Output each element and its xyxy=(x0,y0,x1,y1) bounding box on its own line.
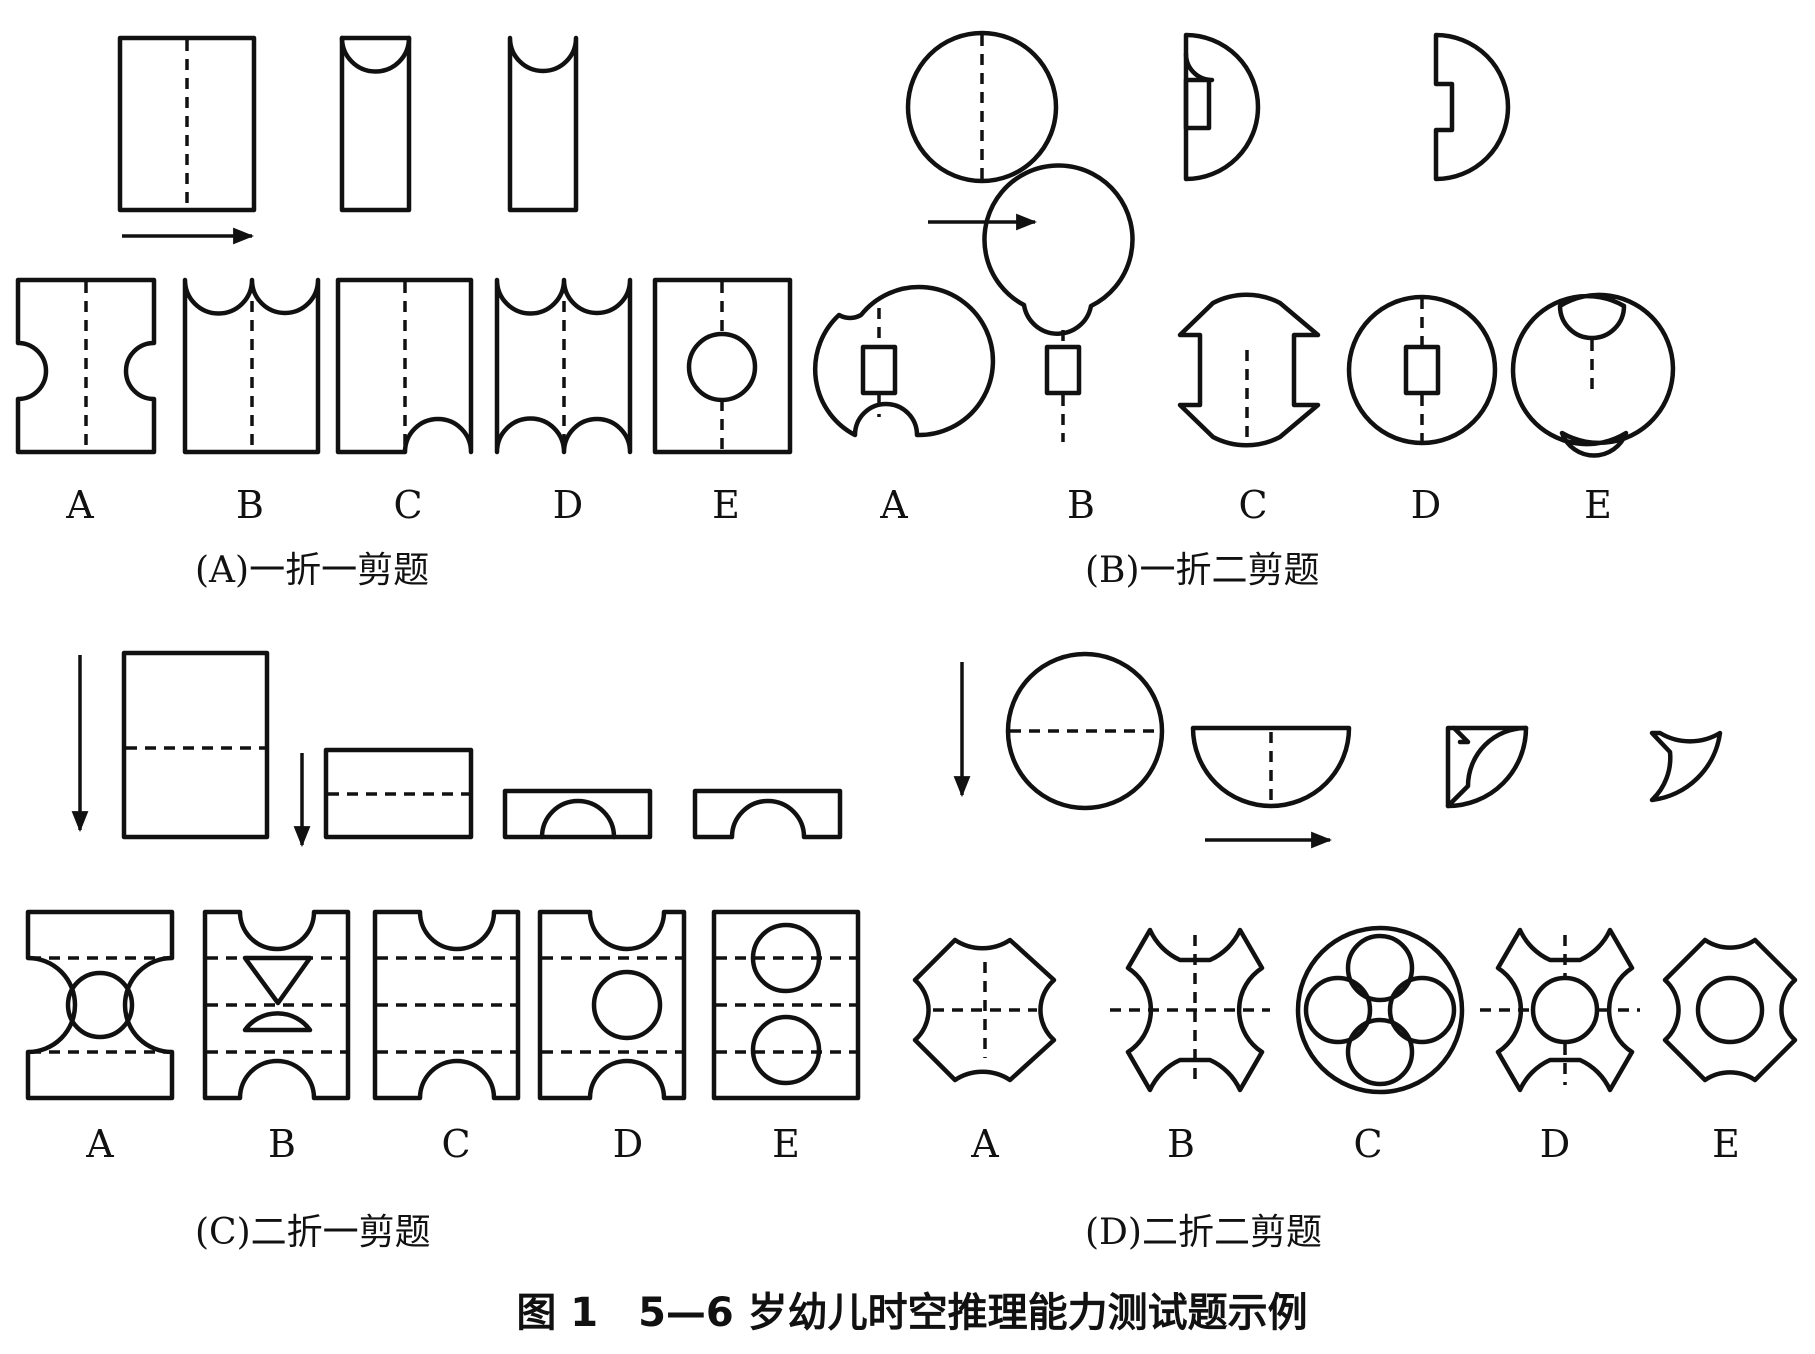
paper-unfolded xyxy=(1005,651,1165,811)
panel-c-sequence xyxy=(71,650,843,848)
option-b-c[interactable] xyxy=(1177,292,1321,448)
panel-a-caption: (A)一折一剪题 xyxy=(195,550,429,591)
paper-unfolded xyxy=(117,35,257,213)
option-c-a[interactable] xyxy=(25,909,175,1101)
option-label: C xyxy=(441,1122,470,1166)
panel-b-caption: (B)一折二剪题 xyxy=(1085,550,1320,591)
option-label: E xyxy=(1712,1122,1740,1166)
option-b-e[interactable] xyxy=(1510,292,1676,458)
paper-folded-once xyxy=(323,747,474,840)
option-d-b[interactable] xyxy=(1110,927,1270,1093)
option-a-b[interactable] xyxy=(182,277,321,455)
panel-d: A B C D E (D)二折二剪题 xyxy=(912,651,1798,1253)
option-b-b[interactable] xyxy=(982,163,1135,442)
option-c-b[interactable] xyxy=(202,909,351,1101)
option-d-a[interactable] xyxy=(912,937,1057,1083)
cut-mark xyxy=(1451,725,1471,745)
cut-mark xyxy=(539,798,617,840)
option-c-e[interactable] xyxy=(711,909,861,1101)
panel-c: A B C D E (C)二折一剪题 xyxy=(25,650,861,1253)
option-label: E xyxy=(712,483,740,527)
option-label: E xyxy=(772,1122,800,1166)
paper-folded-twice xyxy=(502,788,653,840)
option-label: D xyxy=(1411,483,1441,527)
option-label: C xyxy=(393,483,422,527)
paper-unfolded xyxy=(905,30,1059,184)
panel-a-option-labels: A B C D E xyxy=(65,483,740,527)
option-label: A xyxy=(85,1122,114,1166)
paper-folded-cut xyxy=(339,35,412,213)
cut-mark xyxy=(1183,51,1215,83)
paper-folded-result xyxy=(1433,32,1511,182)
paper-folded-cut xyxy=(1183,32,1261,182)
panel-a-options xyxy=(15,277,793,455)
paper-unfolded xyxy=(121,650,270,840)
option-d-d[interactable] xyxy=(1480,927,1640,1093)
option-a-a[interactable] xyxy=(15,277,157,455)
panel-a: A B C D E (A)一折一剪题 xyxy=(15,35,793,591)
option-label: D xyxy=(553,483,583,527)
option-d-c[interactable] xyxy=(1295,925,1465,1095)
paper-folded-result xyxy=(692,788,843,840)
option-label: B xyxy=(236,483,264,527)
option-label: B xyxy=(268,1122,296,1166)
option-c-c[interactable] xyxy=(372,909,521,1101)
panel-b-options xyxy=(812,163,1676,458)
option-b-d[interactable] xyxy=(1346,294,1498,446)
option-a-d[interactable] xyxy=(494,277,633,455)
option-label: D xyxy=(1540,1122,1570,1166)
paper-folded-once xyxy=(1190,725,1352,809)
cut-mark xyxy=(1183,77,1212,131)
option-c-d[interactable] xyxy=(537,909,687,1101)
option-label: A xyxy=(65,483,94,527)
paper-folded-result xyxy=(1649,730,1723,803)
panel-d-sequence xyxy=(953,651,1723,849)
panel-c-caption: (C)二折一剪题 xyxy=(195,1212,431,1253)
panel-a-sequence xyxy=(117,35,579,245)
option-label: C xyxy=(1353,1122,1382,1166)
panel-b-sequence xyxy=(905,30,1511,231)
figure-caption: 图 1 5—6 岁幼儿时空推理能力测试题示例 xyxy=(516,1290,1307,1336)
panel-d-caption: (D)二折二剪题 xyxy=(1085,1212,1322,1253)
option-label: A xyxy=(970,1122,999,1166)
option-label: D xyxy=(613,1122,643,1166)
panel-d-option-labels: A B C D E xyxy=(970,1122,1740,1166)
panel-c-option-labels: A B C D E xyxy=(85,1122,800,1166)
option-label: A xyxy=(879,483,908,527)
panel-d-options xyxy=(912,925,1798,1095)
option-label: B xyxy=(1167,1122,1195,1166)
option-label: E xyxy=(1584,483,1612,527)
panel-b-option-labels: A B C D E xyxy=(879,483,1612,527)
option-label: B xyxy=(1067,483,1095,527)
option-b-a[interactable] xyxy=(812,284,996,438)
panel-c-options xyxy=(25,909,861,1101)
option-d-e[interactable] xyxy=(1662,937,1798,1083)
option-label: C xyxy=(1238,483,1267,527)
panel-b: A B C D E (B)一折二剪题 xyxy=(812,30,1676,591)
cut-mark xyxy=(1445,725,1529,809)
paper-folded-twice xyxy=(1445,725,1529,809)
paper-folded-result xyxy=(507,35,579,213)
option-a-e[interactable] xyxy=(652,277,793,455)
cut-mark xyxy=(339,35,412,74)
option-a-c[interactable] xyxy=(335,277,474,455)
